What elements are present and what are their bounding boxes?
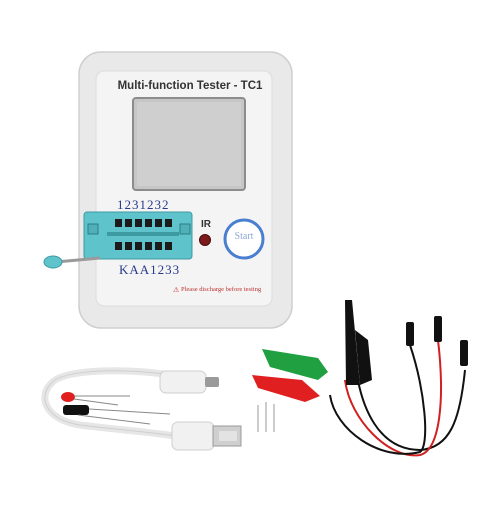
zif-socket (83, 211, 193, 260)
socket-pin-labels-bottom: KAA1233 (119, 262, 181, 277)
test-leads (252, 300, 468, 457)
usb-cable (41, 367, 242, 451)
socket-lever (43, 255, 101, 269)
start-button-ring (223, 218, 265, 260)
test-components (61, 392, 275, 432)
warning-text: Please discharge before testing (181, 286, 262, 293)
socket-pin-labels-top: 1231232 (117, 197, 170, 212)
device-title: Multi-function Tester - TC1 (117, 80, 263, 92)
ir-sensor (199, 234, 211, 246)
tester-device (43, 51, 293, 329)
start-button[interactable]: Start (234, 231, 254, 242)
ir-label: IR (201, 219, 211, 230)
warning-triangle-icon: ⚠ (173, 287, 180, 294)
